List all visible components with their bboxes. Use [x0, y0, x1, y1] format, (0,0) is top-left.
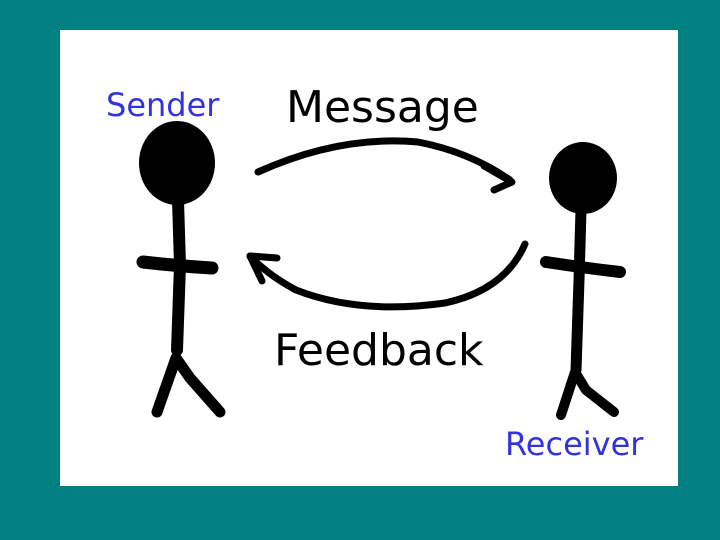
sender-body [177, 200, 180, 350]
receiver-body [576, 210, 581, 370]
sender-arms [143, 262, 212, 268]
message-label: Message [286, 82, 479, 133]
sender-legs [157, 358, 220, 412]
sender-head [139, 121, 215, 205]
sender-label: Sender [106, 86, 220, 124]
sender-figure [139, 121, 220, 412]
feedback-arrow [250, 244, 525, 307]
receiver-legs [561, 372, 614, 415]
receiver-arms [546, 262, 620, 272]
receiver-head [549, 142, 617, 214]
receiver-figure [546, 142, 620, 415]
receiver-label: Receiver [505, 425, 644, 463]
message-arrow [258, 141, 512, 190]
feedback-label: Feedback [274, 325, 484, 376]
